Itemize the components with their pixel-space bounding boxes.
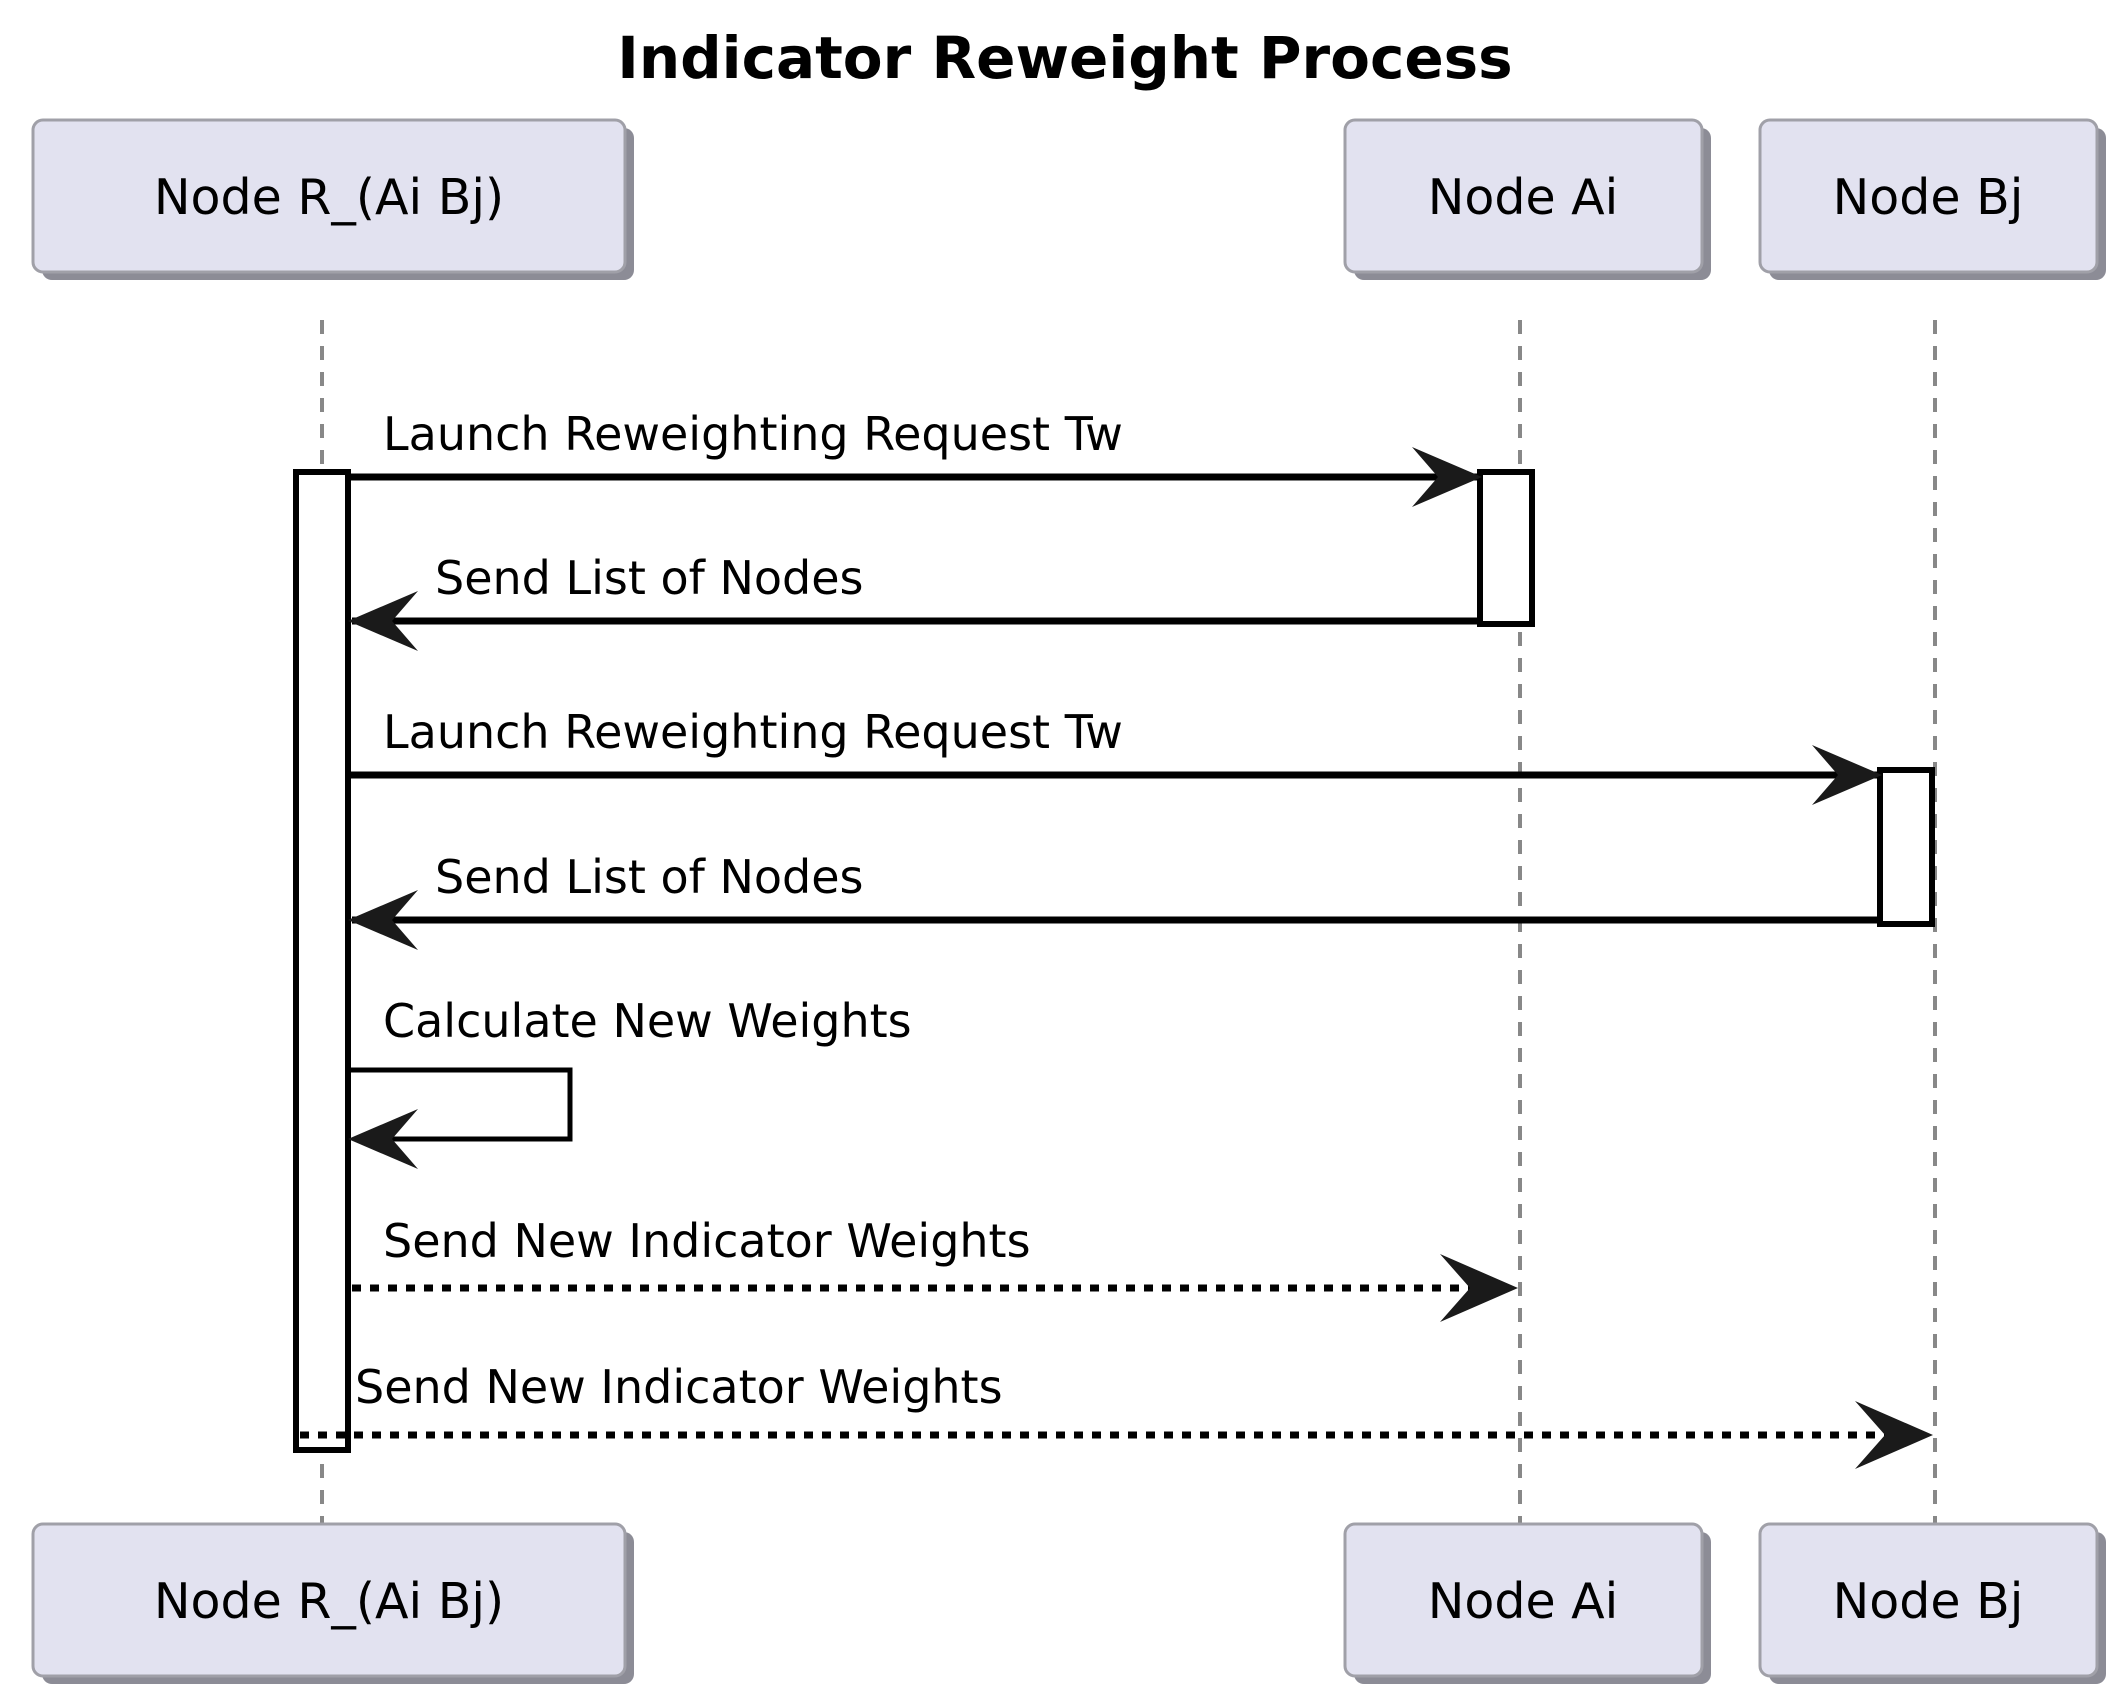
message-6-send-new-indicator-weights-to-ai: Send New Indicator Weights <box>352 1214 1518 1322</box>
participant-label-top-node-r: Node R_(Ai Bj) <box>154 169 504 226</box>
message-2-send-list-of-nodes-from-ai: Send List of Nodes <box>348 551 1480 651</box>
message-5-selfloop-line <box>348 1067 573 1142</box>
message-7-arrowhead-icon <box>1855 1401 1933 1469</box>
participant-label-top-node-bj: Node Bj <box>1833 169 2024 226</box>
message-1-label: Launch Reweighting Request Tw <box>383 407 1123 461</box>
participant-box-top-node-ai[interactable] <box>1343 118 1704 274</box>
activation-bar-node-ai <box>1477 469 1535 627</box>
activation-bar-node-r <box>293 469 351 1453</box>
message-2-label: Send List of Nodes <box>435 551 864 605</box>
message-3-launch-reweighting-request-tw-to-bj: Launch Reweighting Request Tw <box>348 705 1882 805</box>
message-5-calculate-new-weights-self: Calculate New Weights <box>348 994 912 1169</box>
message-3-label: Launch Reweighting Request Tw <box>383 705 1123 759</box>
message-2-arrowhead-icon <box>348 591 418 651</box>
message-6-arrowhead-icon <box>1440 1254 1518 1322</box>
participant-box-top-node-r[interactable] <box>31 118 627 274</box>
message-3-arrowhead-icon <box>1812 745 1882 805</box>
participant-label-top-node-ai: Node Ai <box>1428 169 1619 226</box>
message-4-label: Send List of Nodes <box>435 850 864 904</box>
participant-box-top-node-bj[interactable] <box>1758 118 2099 274</box>
message-4-arrowhead-icon <box>348 890 418 950</box>
message-1-arrowhead-icon <box>1412 447 1482 507</box>
participant-box-bottom-node-r[interactable] <box>31 1522 627 1678</box>
message-7-label: Send New Indicator Weights <box>355 1360 1003 1414</box>
message-7-send-new-indicator-weights-to-bj: Send New Indicator Weights <box>300 1360 1933 1469</box>
message-5-label: Calculate New Weights <box>383 994 912 1048</box>
participant-box-bottom-node-bj[interactable] <box>1758 1522 2099 1678</box>
participant-box-bottom-node-ai[interactable] <box>1343 1522 1704 1678</box>
diagram-title: Indicator Reweight Process <box>617 24 1512 92</box>
message-1-launch-reweighting-request-tw-to-ai: Launch Reweighting Request Tw <box>348 407 1482 507</box>
message-4-send-list-of-nodes-from-bj: Send List of Nodes <box>348 850 1880 950</box>
activation-bar-node-bj <box>1877 767 1935 927</box>
participant-label-bottom-node-bj: Node Bj <box>1833 1573 2024 1630</box>
participant-label-bottom-node-r: Node R_(Ai Bj) <box>154 1573 504 1630</box>
message-6-label: Send New Indicator Weights <box>383 1214 1031 1268</box>
message-5-arrowhead-icon <box>348 1109 418 1169</box>
participant-label-bottom-node-ai: Node Ai <box>1428 1573 1619 1630</box>
